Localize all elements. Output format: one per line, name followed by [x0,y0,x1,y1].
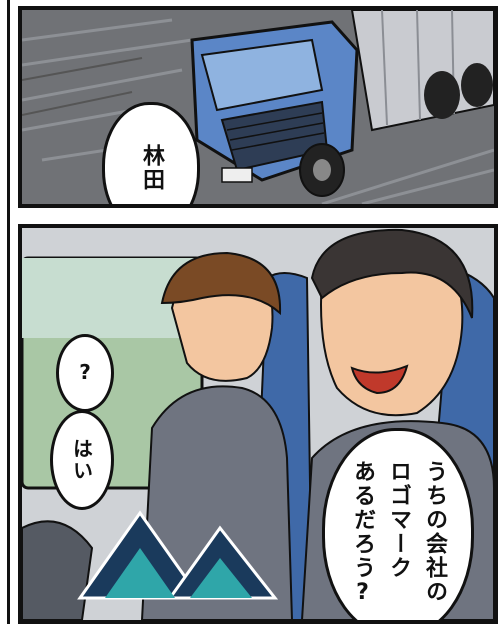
speech-question-text: ? [73,360,97,386]
speech-bubble-name: 林田 [102,102,200,204]
speech-bubble-main: うちの会社の ロゴマーク あるだろう? [322,428,474,620]
truck-illustration [22,10,494,204]
left-page-edge [0,0,10,624]
top-panel-truck-scene: 林田 [18,6,498,208]
speech-name-text: 林田 [139,144,164,192]
speech-reply-text: はい [69,438,94,482]
speech-bubble-reply: はい [50,410,114,510]
company-logo-mark [77,510,279,600]
speech-main-line3: あるだろう? [350,459,375,607]
speech-main-line2: ロゴマーク [386,459,411,580]
speech-main-line1: うちの会社の [422,459,447,604]
bottom-panel-cab-interior: ? はい うちの会社の ロゴマーク あるだろう? [18,224,498,624]
speech-bubble-question: ? [56,334,114,412]
